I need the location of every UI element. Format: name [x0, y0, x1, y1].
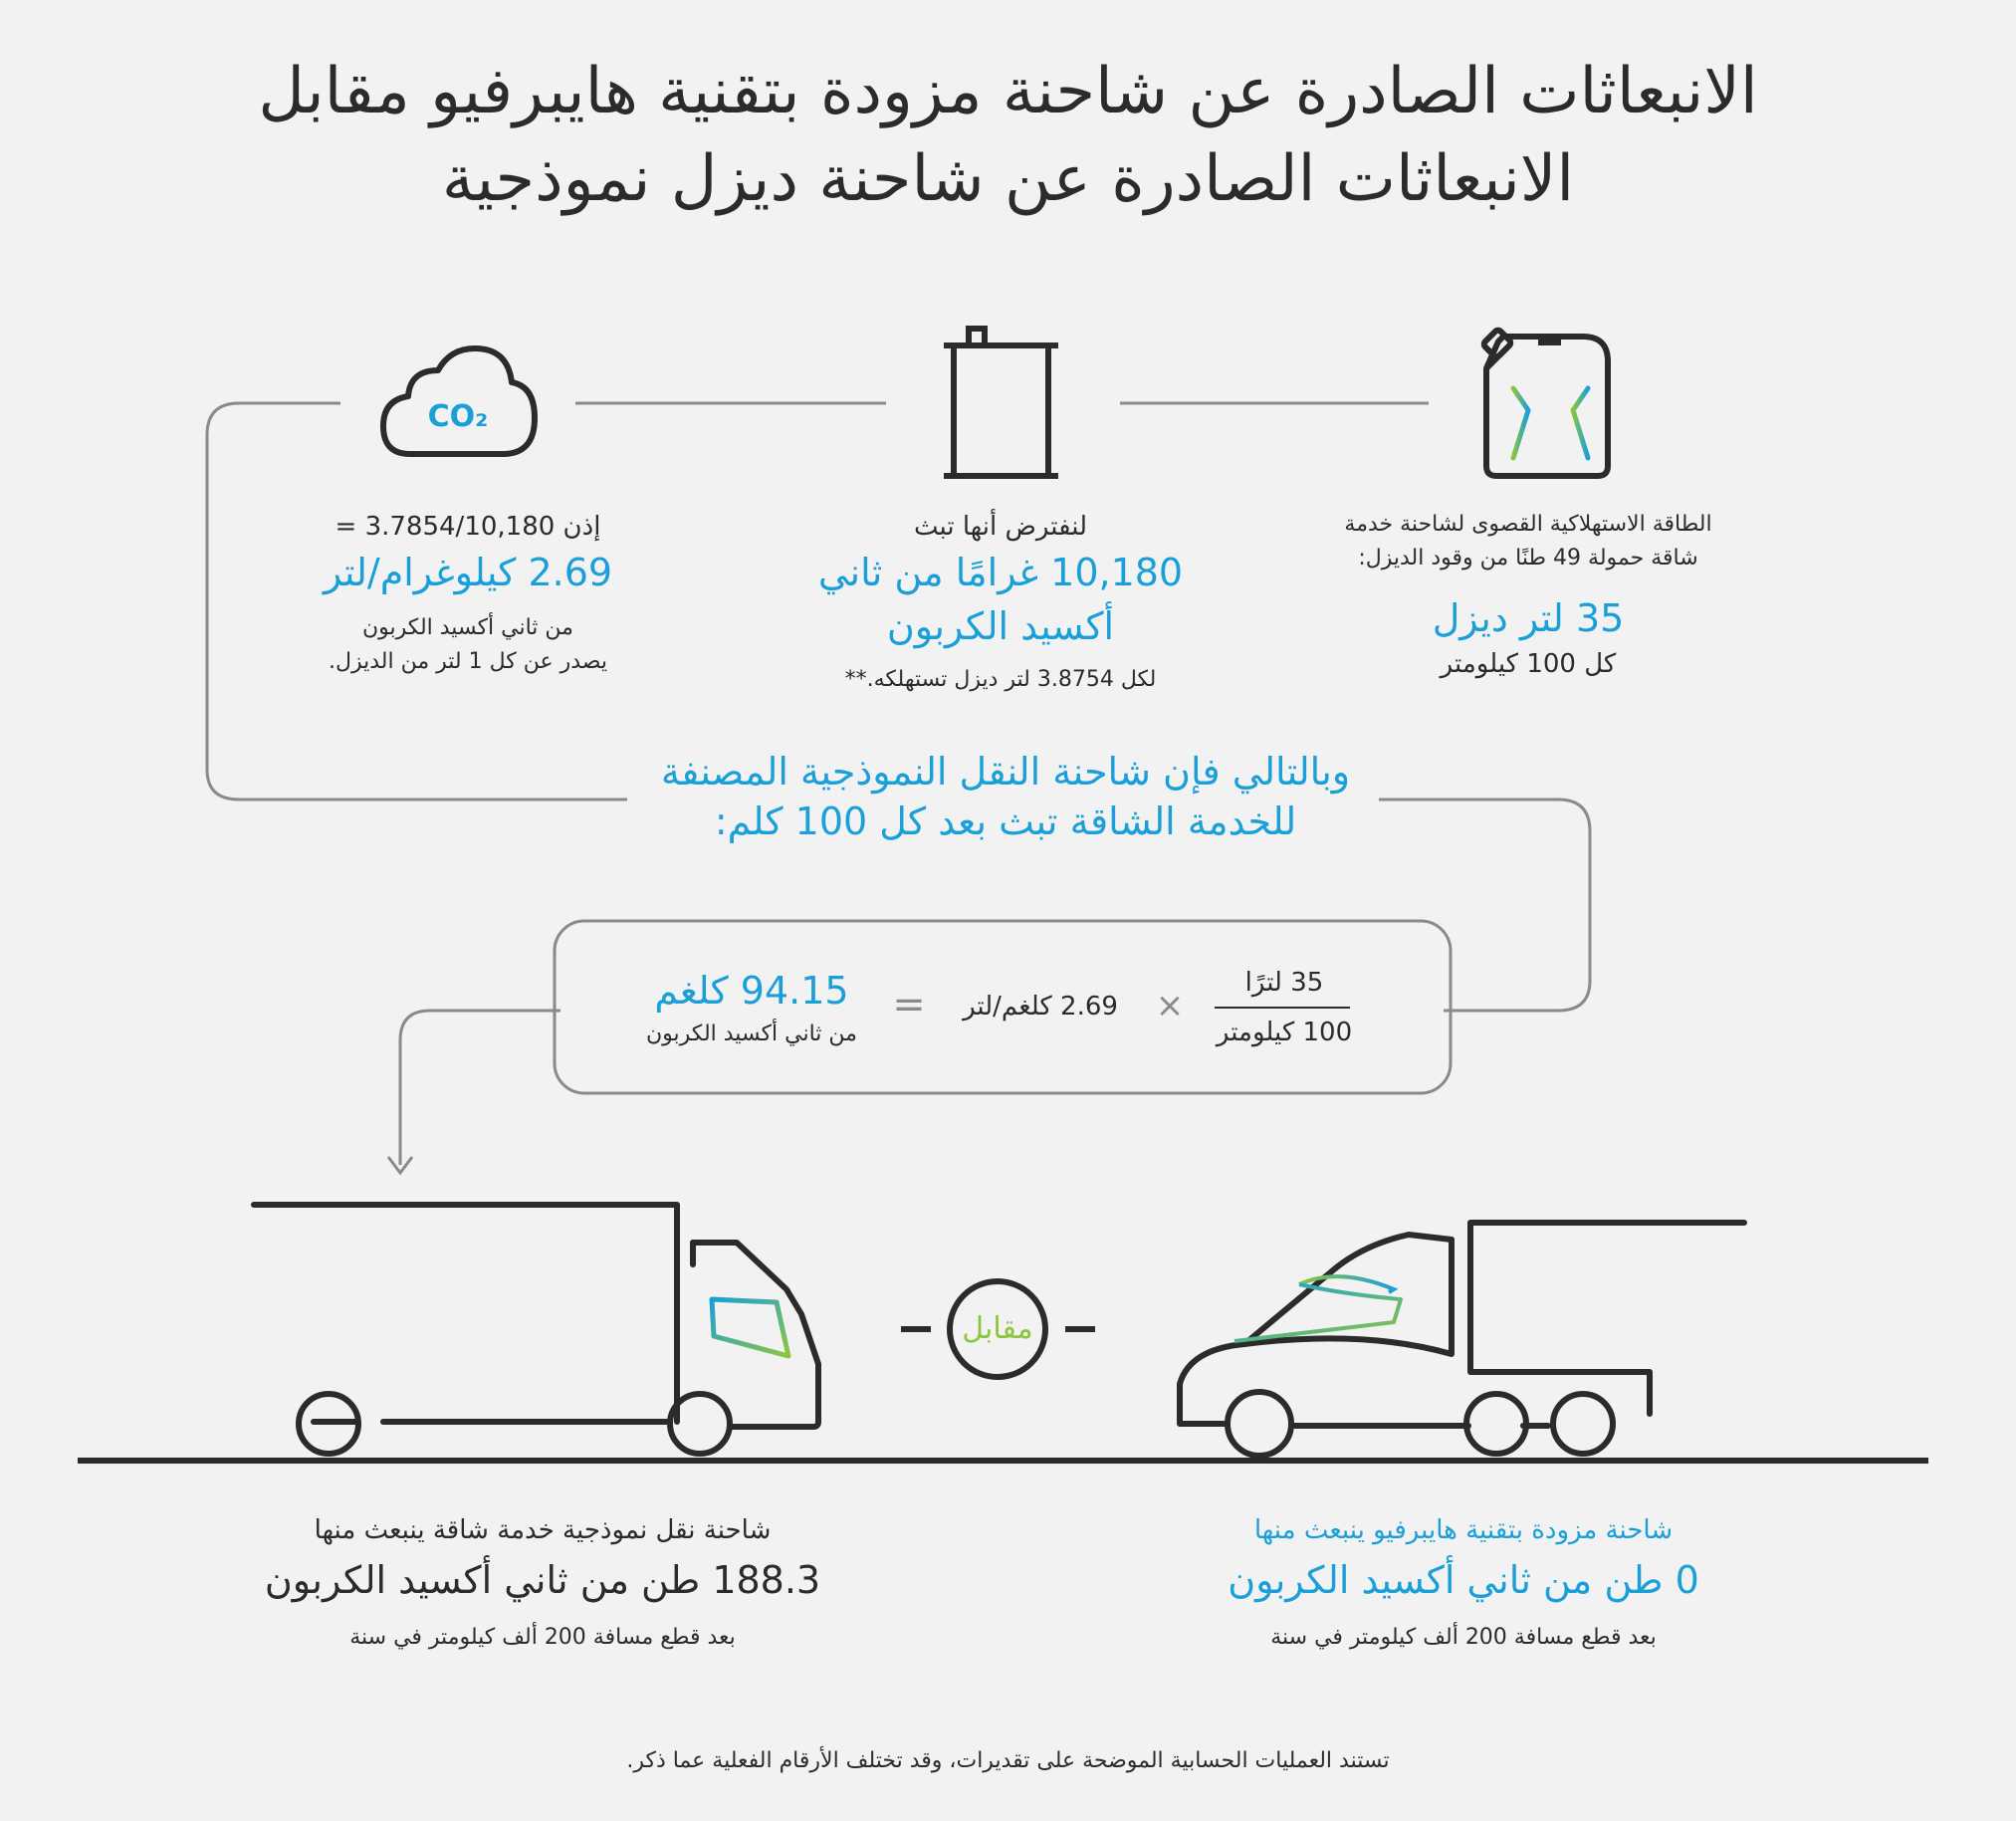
fuel-desc-2: شاقة حمولة 49 طنًا من وقود الديزل: [1358, 546, 1698, 570]
times-sign: × [1155, 986, 1185, 1025]
jerrycan-x-mark [1510, 385, 1591, 461]
barrel-assume: لنفترض أنها تبث [913, 512, 1088, 542]
footer-note: تستند العمليات الحسابية الموضحة على تقدي… [626, 1748, 1390, 1773]
versus-circle [947, 1278, 1048, 1380]
connector-equation-truck [398, 1009, 560, 1165]
diesel-truck-window [709, 1296, 791, 1359]
hyperfeo-result: شاحنة مزودة بتقنية هايبرفيو ينبعث منها 0… [1175, 1511, 1752, 1655]
connector-co2-conclusion [205, 401, 627, 801]
fuel-barrel-icon [944, 326, 1058, 479]
conclusion: وبالتالي فإن شاحنة النقل النموذجية المصن… [597, 747, 1414, 846]
fuel-block: الطاقة الاستهلاكية القصوى لشاحنة خدمة شا… [1314, 508, 1742, 683]
diesel-line-1: شاحنة نقل نموذجية خدمة شاقة ينبعث منها [314, 1515, 772, 1545]
barrel-block: لنفترض أنها تبث 10,180 غرامًا من ثاني أك… [796, 508, 1205, 697]
conclusion-line-1: وبالتالي فإن شاحنة النقل النموذجية المصن… [660, 750, 1351, 794]
diesel-value: 188.3 طن من ثاني أكسيد الكربون [264, 1558, 821, 1602]
fuel-per: كل 100 كيلومتر [1440, 649, 1617, 679]
hyperfeo-note: بعد قطع مسافة 200 ألف كيلومتر في سنة [1270, 1625, 1657, 1650]
fuel-value: 35 لتر ديزل [1432, 596, 1625, 640]
co2-block: إذن 3.7854/10,180 = 2.69 كيلوغرام/لتر من… [269, 508, 667, 679]
equals-sign: = [892, 982, 926, 1027]
jerrycan-icon [1480, 327, 1611, 479]
equation-denominator: 100 كيلومتر [1216, 1018, 1353, 1047]
equation-result: 94.15 كلغم [654, 969, 849, 1013]
barrel-value-2: أكسيد الكربون [886, 604, 1115, 648]
co2-desc-1: من ثاني أكسيد الكربون [362, 615, 573, 640]
equation-factor: 2.69 كلغم/لتر [963, 992, 1118, 1022]
diesel-truck-icon [251, 1202, 821, 1457]
page-title: الانبعاثات الصادرة عن شاحنة مزودة بتقنية… [100, 48, 1916, 223]
equation-box [553, 919, 1453, 1095]
diesel-result: شاحنة نقل نموذجية خدمة شاقة ينبعث منها 1… [239, 1511, 846, 1655]
hyperfeo-truck-icon [1177, 1220, 1747, 1459]
title-line-1: الانبعاثات الصادرة عن شاحنة مزودة بتقنية… [258, 55, 1758, 128]
co2-formula: إذن 3.7854/10,180 = [335, 512, 601, 542]
hyperfeo-stripe-2 [1233, 1282, 1403, 1343]
conclusion-line-2: للخدمة الشاقة تبث بعد كل 100 كلم: [714, 799, 1297, 843]
hyperfeo-stripe-1 [1298, 1274, 1399, 1294]
fuel-desc-1: الطاقة الاستهلاكية القصوى لشاحنة خدمة [1344, 512, 1712, 537]
co2-label: CO₂ [428, 399, 489, 434]
co2-cloud-icon [380, 345, 538, 457]
arrow-down-icon [386, 1156, 414, 1176]
equation-result-desc: من ثاني أكسيد الكربون [646, 1022, 857, 1046]
versus-label: مقابل [962, 1311, 1033, 1346]
hyperfeo-line-1: شاحنة مزودة بتقنية هايبرفيو ينبعث منها [1253, 1515, 1674, 1545]
barrel-value-1: 10,180 غرامًا من ثاني [817, 551, 1184, 594]
connector-conclusion-equation [1379, 797, 1592, 1013]
hyperfeo-value: 0 طن من ثاني أكسيد الكربون [1228, 1558, 1699, 1602]
barrel-note: لكل 3.8754 لتر ديزل تستهلكه.** [844, 667, 1157, 692]
diesel-note: بعد قطع مسافة 200 ألف كيلومتر في سنة [349, 1625, 736, 1650]
title-line-2: الانبعاثات الصادرة عن شاحنة ديزل نموذجية [441, 142, 1575, 216]
co2-value: 2.69 كيلوغرام/لتر [323, 551, 613, 594]
equation-result-block: 94.15 كلغم من ثاني أكسيد الكربون [627, 964, 876, 1051]
equation-numerator: 35 لترًا [1244, 968, 1324, 998]
co2-desc-2: يصدر عن كل 1 لتر من الديزل. [329, 649, 607, 674]
